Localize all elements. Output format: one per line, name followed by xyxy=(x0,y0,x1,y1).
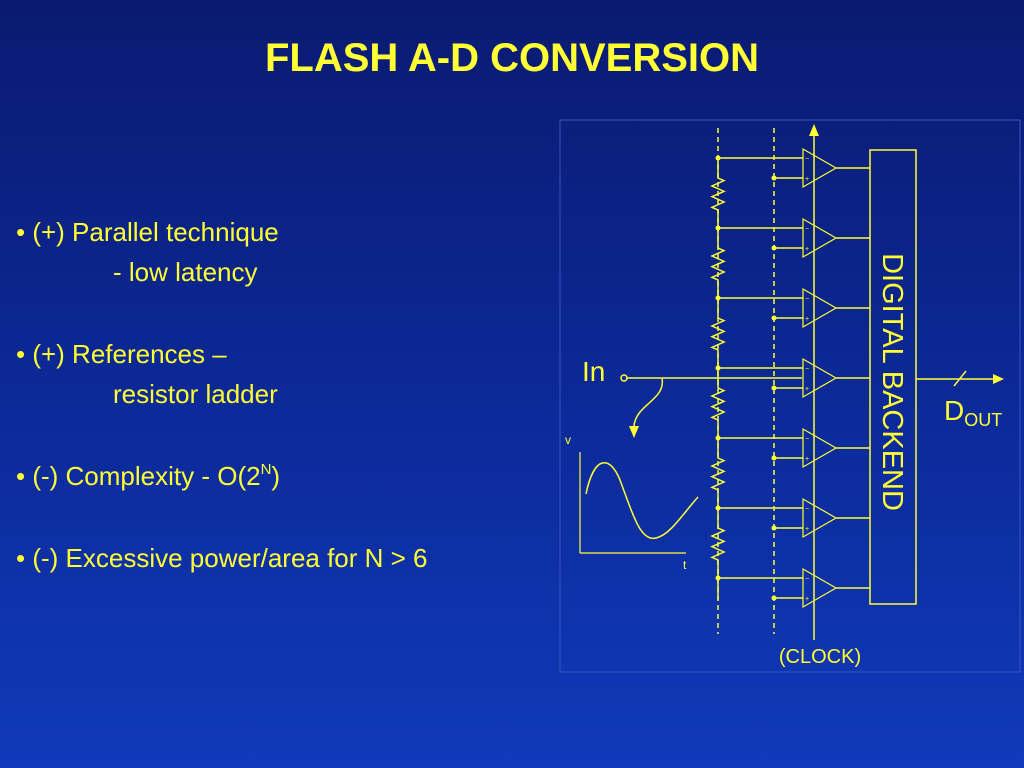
diagram-frame xyxy=(559,119,1021,673)
output-arrow-icon xyxy=(993,374,1004,384)
comparator-symbol xyxy=(802,147,838,189)
comparator-symbol xyxy=(802,287,838,329)
bus-slash xyxy=(953,370,967,387)
minus-mark: − xyxy=(805,366,809,373)
minus-mark: − xyxy=(805,226,809,233)
backend-label: DIGITAL BACKEND xyxy=(876,253,908,511)
comparator: −+ xyxy=(715,357,870,399)
input-to-waveform-arrow xyxy=(633,377,663,427)
plus-mark: + xyxy=(805,316,809,323)
bullet-parallel-sub: - low latency xyxy=(113,257,258,287)
sine-waveform xyxy=(585,462,699,539)
bullet-references: • (+) References – xyxy=(16,339,227,369)
comparator: −+ xyxy=(715,567,870,609)
comparator-symbol xyxy=(802,357,838,399)
clock-arrow-icon xyxy=(809,124,819,136)
comparator: −+ xyxy=(715,427,870,469)
bullet-parallel: • (+) Parallel technique xyxy=(16,217,279,247)
output-label-main: D xyxy=(944,395,964,426)
input-label: In xyxy=(582,356,605,387)
resistor xyxy=(710,508,726,578)
resistor-ladder xyxy=(710,158,726,600)
bullet-power: • (-) Excessive power/area for N > 6 xyxy=(16,543,428,573)
complexity-text: • (-) Complexity - O(2 xyxy=(16,461,261,491)
resistor xyxy=(710,368,726,438)
comparator: −+ xyxy=(715,217,870,259)
resistor xyxy=(710,438,726,508)
comparator-symbol xyxy=(802,217,838,259)
resistor xyxy=(710,298,726,368)
minus-mark: − xyxy=(805,436,809,443)
input-terminal-icon xyxy=(620,374,628,382)
resistor xyxy=(710,228,726,298)
plus-mark: + xyxy=(805,246,809,253)
bullet-complexity: • (-) Complexity - O(2N) xyxy=(16,456,428,496)
clock-label: (CLOCK) xyxy=(779,646,861,668)
bullet-references-sub: resistor ladder xyxy=(113,379,278,409)
comparator: −+ xyxy=(715,287,870,329)
plus-mark: + xyxy=(805,456,809,463)
slide-title: FLASH A-D CONVERSION xyxy=(264,36,760,80)
minus-mark: − xyxy=(805,156,809,163)
comparator-symbol xyxy=(802,427,838,469)
comparator: −+ xyxy=(715,147,870,189)
minus-mark: − xyxy=(805,506,809,513)
resistor xyxy=(710,158,726,228)
plus-mark: + xyxy=(805,596,809,603)
complexity-close: ) xyxy=(271,461,281,491)
plus-mark: + xyxy=(805,386,809,393)
waveform-t-label: t xyxy=(683,558,687,572)
plus-mark: + xyxy=(805,526,809,533)
minus-mark: − xyxy=(805,576,809,583)
curved-arrow-head-icon xyxy=(629,426,639,438)
waveform-v-label: v xyxy=(565,433,571,447)
comparator: −+ xyxy=(715,497,870,539)
bullet-list: • (+) Parallel technique - low latency •… xyxy=(16,212,428,578)
digital-backend-box xyxy=(869,149,917,605)
output-label-sub: OUT xyxy=(964,410,1002,430)
circuit: −+−+−+−+−+−+−+ xyxy=(579,124,1004,640)
output-label: DOUT xyxy=(944,395,1002,430)
comparator-bank: −+−+−+−+−+−+−+ xyxy=(715,147,870,609)
comparator-symbol xyxy=(802,497,838,539)
minus-mark: − xyxy=(805,296,809,303)
complexity-exponent: N xyxy=(260,461,272,478)
comparator-symbol xyxy=(802,567,838,609)
plus-mark: + xyxy=(805,176,809,183)
